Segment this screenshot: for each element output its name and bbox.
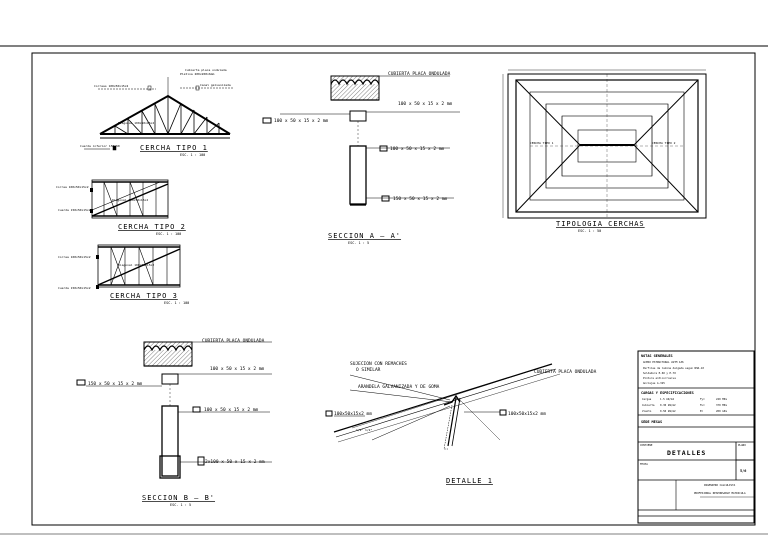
calc-cell: 1.5 kN/m2 bbox=[660, 397, 674, 401]
tipologia-cerchas bbox=[502, 69, 707, 219]
calc-cell: 0.30 kN/m2 bbox=[660, 403, 676, 407]
cercha3-label: Cuerda 150x50x15x2 bbox=[58, 286, 91, 290]
seccionA-title: SECCION A — A' bbox=[328, 232, 401, 240]
tipologia-scale: ESC. 1 : 50 bbox=[578, 229, 601, 233]
cercha3-label: Correa 100x50x15x2 bbox=[58, 255, 91, 259]
detalle1-label: ARANDELA GALVANIZADA Y DE GOMA bbox=[358, 384, 440, 390]
cercha2-scale: ESC. 1 : 100 bbox=[156, 232, 181, 236]
calc-cell: 0.50 kN/m2 bbox=[660, 409, 676, 413]
tipologia-label: CERCHA TIPO 2 bbox=[652, 141, 676, 145]
tipologia-label: CERCHA TIPO 1 bbox=[530, 141, 554, 145]
calc-cell: Cargas bbox=[642, 397, 652, 401]
calc-cell: E= bbox=[700, 409, 704, 413]
seccionB-scale: ESC. 1 : 5 bbox=[170, 503, 191, 507]
title-block-note: Pintura anticorrosiva bbox=[643, 376, 676, 380]
detalle1-label: 100x50x15x2 mm bbox=[334, 411, 372, 417]
cercha1-label: Diagonal 100x50x15x2 bbox=[118, 121, 154, 125]
seccionA-label: 150 x 50 x 15 x 2 mm bbox=[393, 196, 447, 202]
cercha2-label: Correa 100x50x15x2 bbox=[56, 185, 89, 189]
title-block-note: Soldadura E-60 y E-70 bbox=[643, 371, 676, 375]
seccionB-label: 2x100 x 50 x 15 x 2 mm bbox=[205, 459, 265, 465]
cercha-tipo-2: Correa 100x50x15x2 Cuerda 150x50x15x2 Di… bbox=[56, 179, 186, 236]
plano-label: PLANO bbox=[738, 443, 746, 447]
calc-cell: Viento bbox=[642, 409, 652, 413]
seccionA-label: 100 x 50 x 15 x 2 mm bbox=[274, 118, 328, 124]
title-block-note: ACERO ESTRUCTURAL ASTM A36 bbox=[643, 360, 684, 364]
detalle1-label: SUJECION CON REMACHES bbox=[350, 361, 407, 367]
title-block-note: Anclajes A-325 bbox=[643, 381, 665, 385]
seccionA-scale: ESC. 1 : 5 bbox=[348, 241, 369, 245]
seccionB-label: CUBIERTA PLACA ONDULADA bbox=[202, 338, 265, 344]
seccion-a: CUBIERTA PLACA ONDULADA 100 x 50 x 15 x … bbox=[262, 71, 460, 245]
tipologia-title: TIPOLOGIA CERCHAS bbox=[556, 220, 645, 228]
cercha1-label: Platina 200x200x6mm bbox=[180, 72, 215, 76]
detalle-1: SUJECION CON REMACHES O SIMILAR ARANDELA… bbox=[325, 361, 597, 485]
detalle1-label: CUBIERTA PLACA ONDULADA bbox=[534, 369, 597, 375]
sheet-border bbox=[31, 52, 756, 526]
cercha3-label: Diagonal 100x50x15x2 bbox=[118, 263, 154, 267]
cercha3-title: CERCHA TIPO 3 bbox=[110, 292, 178, 300]
calc-cell: 370 MPa bbox=[716, 403, 727, 407]
title-block-note: Perfiles de lamina delgada segun NSR-10 bbox=[643, 366, 704, 370]
cercha1-label: Cubierta placa ondulada bbox=[185, 68, 227, 72]
detalle1-label: 1/2" 1/2" bbox=[356, 428, 372, 432]
sheet-contains-label: CONTIENE bbox=[640, 443, 653, 447]
cercha-tipo-3: Correa 100x50x15x2 Cuerda 150x50x15x2 Di… bbox=[58, 244, 189, 305]
calc-cell: 200 GPa bbox=[716, 409, 727, 413]
sheet-name: DETALLES bbox=[667, 449, 706, 457]
approval-label: FECHA bbox=[640, 462, 648, 466]
cercha1-title: CERCHA TIPO 1 bbox=[140, 144, 208, 152]
seccionB-label: 150 x 50 x 15 x 2 mm bbox=[88, 381, 142, 387]
title-block-heading: NOTAS GENERALES bbox=[641, 354, 673, 358]
plano-number: 5/6 bbox=[740, 469, 746, 473]
seccionB-label: 100 x 50 x 15 x 2 mm bbox=[210, 366, 264, 372]
cercha1-label: Canal galvanizada bbox=[200, 83, 231, 87]
cercha1-label: Correas 100x50x15x2 bbox=[94, 84, 129, 88]
detalle1-label: O SIMILAR bbox=[356, 367, 381, 373]
calc-cell: Fu= bbox=[700, 403, 705, 407]
cercha-tipo-1: Correas 100x50x15x2 Canal galvanizada Cu… bbox=[80, 68, 234, 157]
detalle1-label: 100x50x15x2 mm bbox=[508, 411, 546, 417]
seccionB-label: 100 x 50 x 15 x 2 mm bbox=[204, 407, 258, 413]
cercha2-title: CERCHA TIPO 2 bbox=[118, 223, 186, 231]
calc-cell: Fy= bbox=[700, 397, 705, 401]
calc-cell: Cubierta bbox=[642, 403, 655, 407]
seccionA-label: 100 x 50 x 15 x 2 mm bbox=[390, 146, 444, 152]
cercha2-label: Cuerda 150x50x15x2 bbox=[58, 208, 91, 212]
title-block-calc-heading: CARGAS Y ESPECIFICACIONES bbox=[641, 391, 694, 395]
cercha1-label: Cuerda inferior 150x50 bbox=[80, 144, 120, 148]
seccion-b: CUBIERTA PLACA ONDULADA 100 x 50 x 15 x … bbox=[76, 338, 272, 507]
project-name: SEDE MESAS bbox=[641, 420, 662, 424]
firm: PROFESIONAL RESPONSABLE MATRICULA bbox=[694, 491, 746, 495]
detalle1-title: DETALLE 1 bbox=[446, 477, 493, 485]
cercha2-label: Diagonal 100x50x15x2 bbox=[112, 198, 148, 202]
seccionB-title: SECCION B — B' bbox=[142, 494, 215, 502]
cercha1-scale: ESC. 1 : 100 bbox=[180, 153, 205, 157]
cercha3-scale: ESC. 1 : 100 bbox=[164, 301, 189, 305]
seccionA-label: 100 x 50 x 15 x 2 mm bbox=[398, 101, 452, 107]
calc-cell: 240 MPa bbox=[716, 397, 727, 401]
title-block: NOTAS GENERALES ACERO ESTRUCTURAL ASTM A… bbox=[637, 350, 755, 524]
seccionA-label: CUBIERTA PLACA ONDULADA bbox=[388, 71, 451, 77]
designer: INGENIERO CALCULISTA bbox=[704, 483, 736, 487]
